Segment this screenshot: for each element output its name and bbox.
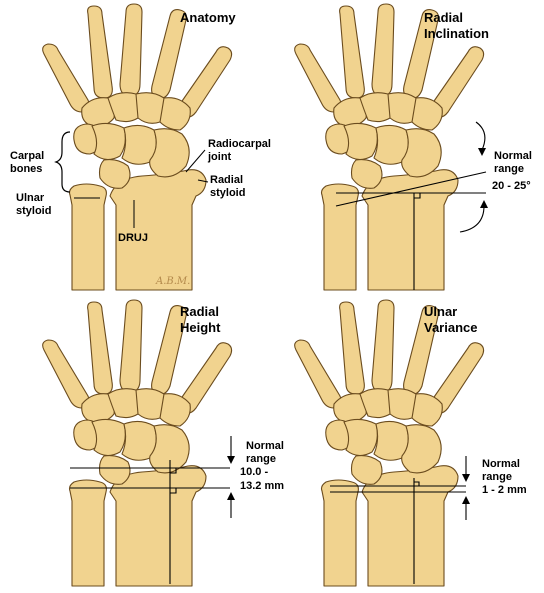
artist-signature: A.B.M.: [156, 276, 191, 287]
carpal-bones-label: Carpal bones: [10, 150, 48, 176]
ulnar-variance-arrow-up-head: [462, 496, 470, 504]
druj-label: DRUJ: [118, 232, 148, 244]
wrist-illustration-anatomy: [42, 3, 233, 291]
radial-height-lines: [70, 460, 230, 584]
carpal-bones-label-text: Carpal bones: [10, 150, 45, 175]
radial-inclination-value: 20 - 25°: [492, 180, 531, 192]
ulnar-variance-normal-label: Normal range: [482, 458, 520, 483]
radiocarpal-joint-leader: [185, 149, 206, 173]
ulnar-variance-title-line2: Variance: [424, 320, 478, 335]
radial-inclination-lines: [335, 171, 487, 290]
ulnar-styloid-label: Ulnar styloid: [16, 192, 52, 217]
radial-height-title-line2: Height: [180, 320, 221, 335]
radial-inclination-title: Radial Inclination: [424, 10, 489, 42]
radial-styloid-leader: [197, 179, 209, 183]
radial-height-title: Radial Height: [180, 304, 220, 336]
radial-height-normal-label: Normal range: [246, 440, 284, 465]
carpal-bones-brace: [54, 131, 71, 193]
radial-height-value-line2: 13.2 mm: [240, 480, 285, 492]
radial-height-arrow-up-head: [227, 492, 235, 500]
anatomy-title: Anatomy: [180, 10, 236, 25]
ulnar-variance-arrow-down-head: [462, 474, 470, 482]
curved-arrow-upper-head: [478, 148, 486, 156]
curved-arrow-upper-icon: [475, 121, 486, 151]
radial-styloid-label: Radial styloid: [210, 174, 246, 199]
curved-arrow-lower-icon: [459, 205, 485, 233]
radial-height-value-line1: 10.0 -: [240, 466, 269, 478]
radial-inclination-title-line1: Radial: [424, 10, 464, 25]
ulnar-variance-lines: [330, 478, 466, 584]
wrist-illustration-ulnar-variance: [294, 299, 485, 587]
radial-inclination-title-line2: Inclination: [424, 26, 489, 41]
wrist-illustration-radial-inclination: [294, 3, 485, 291]
radial-inclination-normal-label: Normal range: [494, 150, 532, 175]
ulnar-variance-title-line1: Ulnar: [424, 304, 458, 319]
wrist-illustration-radial-height: [42, 299, 233, 587]
radiocarpal-joint-label: Radiocarpal joint: [208, 138, 271, 163]
curved-arrow-lower-head: [480, 200, 488, 208]
radial-height-arrow-down-head: [227, 456, 235, 464]
ulnar-variance-value: 1 - 2 mm: [482, 484, 527, 496]
ulnar-variance-title: Ulnar Variance: [424, 304, 478, 336]
radial-height-title-line1: Radial: [180, 304, 220, 319]
